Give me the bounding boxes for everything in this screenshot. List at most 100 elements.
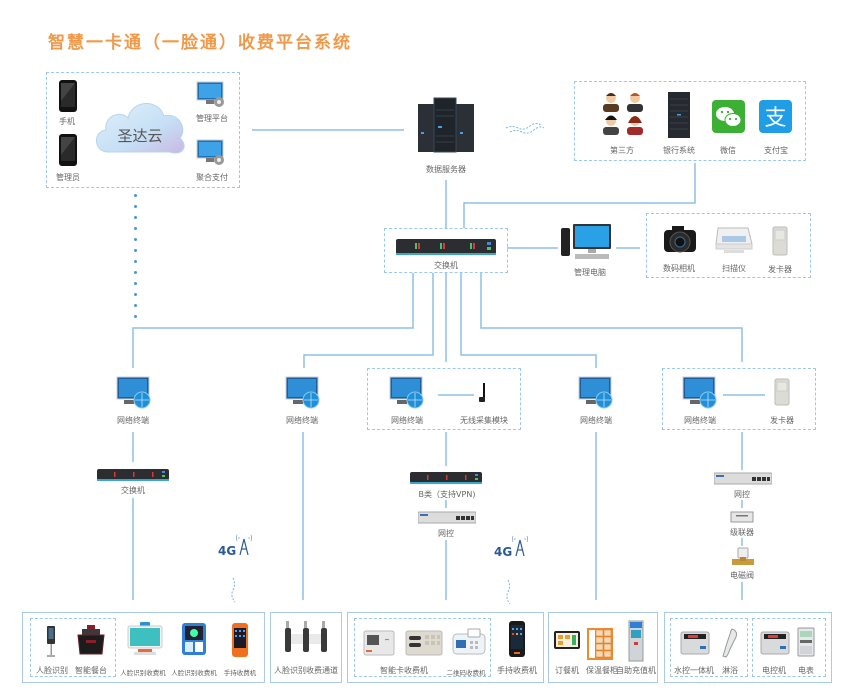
aggregate-payment-label: 聚合支付 (196, 173, 228, 182)
core-switch-label: 交换机 (434, 261, 458, 270)
admin-pc-label: 管理电脑 (574, 268, 606, 277)
network-terminal-icon (682, 376, 717, 409)
face-pos-1-icon (127, 622, 163, 655)
smart-card-pos-2-icon (405, 630, 443, 656)
b1-switch-label: 交换机 (121, 486, 145, 495)
ordering-machine-label: 订餐机 (555, 666, 579, 675)
shower-icon (722, 628, 737, 658)
bottom-group-1 (22, 612, 265, 683)
face-pos-2-label: 人脸识别收费机 (171, 669, 217, 677)
vpn-switch-icon (410, 472, 482, 484)
peripherals-group-box (646, 213, 811, 278)
cloud-group-box (46, 72, 240, 188)
management-platform-icon (196, 81, 224, 107)
admin-phone-icon (59, 134, 77, 166)
phone-label: 手机 (59, 117, 75, 126)
smart-card-pos-1-icon (363, 630, 395, 656)
svg-text:4G: 4G (218, 544, 236, 558)
qr-pos-label: 二维码收费机 (446, 669, 486, 677)
wireless-module-label: 无线采集模块 (460, 416, 508, 425)
cloud-icon (96, 103, 185, 154)
cascader-label: 级联器 (730, 528, 754, 537)
card-issuer-icon (772, 226, 788, 256)
bottom-group-3-subbox (354, 618, 491, 677)
wireless-4g-link-2 (506, 579, 511, 605)
bottom-group-5-power-subbox (752, 618, 826, 677)
b5-card-issuer-icon (774, 378, 790, 406)
network-terminal-icon (578, 376, 613, 409)
wire-branch-2 (303, 273, 434, 368)
b5-terminal-label: 网络终端 (684, 416, 716, 425)
self-recharge-label: 自助充值机 (616, 666, 656, 675)
b3-netctl-label: 网控 (438, 529, 454, 538)
face-recognition-label: 人脸识别 (36, 666, 68, 675)
network-terminal-icon (389, 376, 424, 409)
bottom-group-1-subbox (30, 618, 116, 677)
wireless-module-icon (479, 383, 485, 402)
handheld-pos-2-label: 手持收费机 (497, 666, 537, 675)
data-server-label: 数据服务器 (426, 165, 466, 174)
camera-label: 数码相机 (663, 264, 695, 273)
face-gate-label: 人脸识别收费通道 (274, 666, 338, 675)
page-title: 智慧一卡通（一脸通）收费平台系统 (48, 33, 352, 53)
management-platform-label: 管理平台 (196, 114, 228, 123)
wechat-icon (712, 100, 745, 133)
third-party-group-box (574, 81, 806, 161)
b5-card-issuer-label: 发卡器 (770, 416, 794, 425)
core-switch-icon (396, 239, 496, 255)
4g-tower-icon: 4G (494, 535, 528, 559)
face-recognition-icon (47, 626, 55, 657)
bottom-group-4 (548, 612, 658, 683)
bottom-group-2 (270, 612, 342, 683)
electric-meter-label: 电表 (798, 666, 814, 675)
scanner-icon (715, 227, 753, 253)
cloud-label: 圣达云 (117, 127, 163, 145)
smart-card-pos-label: 智能卡收费机 (380, 666, 428, 675)
bottom-group-5 (664, 612, 832, 683)
handheld-pos-label: 手持收费机 (223, 669, 257, 677)
network-terminal-icon (116, 376, 151, 409)
aggregate-payment-icon (196, 139, 224, 165)
admin-label: 管理员 (56, 173, 80, 182)
b5-netctl-label: 网控 (734, 490, 750, 499)
alipay-label: 支付宝 (764, 146, 788, 155)
b3-netctl-icon (418, 511, 476, 524)
face-pos-1-label: 人脸识别收费机 (120, 669, 166, 677)
scanner-label: 扫描仪 (722, 264, 746, 273)
b3-group-box (367, 368, 521, 430)
data-server-icon (418, 97, 474, 153)
b2-terminal-label: 网络终端 (286, 416, 318, 425)
warming-cabinet-icon (587, 628, 613, 660)
valve-label: 电磁阀 (730, 571, 754, 580)
qr-pos-icon (452, 628, 486, 655)
warming-cabinet-label: 保温餐柜 (586, 666, 618, 675)
power-control-icon (760, 631, 790, 655)
smart-dining-label: 智能餐台 (75, 666, 107, 675)
network-terminal-icon (285, 376, 320, 409)
wireless-4g-link-1 (231, 577, 236, 603)
wechat-label: 微信 (720, 146, 736, 155)
water-control-icon (680, 631, 710, 655)
wire-branch-5 (480, 273, 743, 362)
core-switch-box (384, 228, 508, 273)
third-party-users-icon (603, 93, 643, 135)
phone-icon (59, 80, 77, 112)
power-control-label: 电控机 (762, 666, 786, 675)
handheld-pos-2-icon (509, 621, 525, 657)
face-pos-2-icon (182, 623, 206, 655)
water-control-label: 水控一体机 (674, 666, 714, 675)
admin-pc-icon (561, 224, 611, 259)
alipay-icon: 支 (759, 100, 792, 133)
vpn-switch-label: B类（支持VPN) (418, 490, 476, 499)
ordering-machine-icon (554, 631, 580, 649)
b1-terminal-label: 网络终端 (117, 416, 149, 425)
b4-terminal-label: 网络终端 (580, 416, 612, 425)
b3-terminal-label: 网络终端 (391, 416, 423, 425)
bank-system-label: 银行系统 (663, 146, 695, 155)
4g-tower-icon: 4G (218, 534, 252, 558)
card-issuer-label: 发卡器 (768, 265, 792, 274)
wireless-link-icon (505, 123, 545, 134)
cascader-icon (730, 511, 754, 523)
handheld-pos-icon (232, 623, 248, 657)
electric-meter-icon (797, 627, 815, 657)
